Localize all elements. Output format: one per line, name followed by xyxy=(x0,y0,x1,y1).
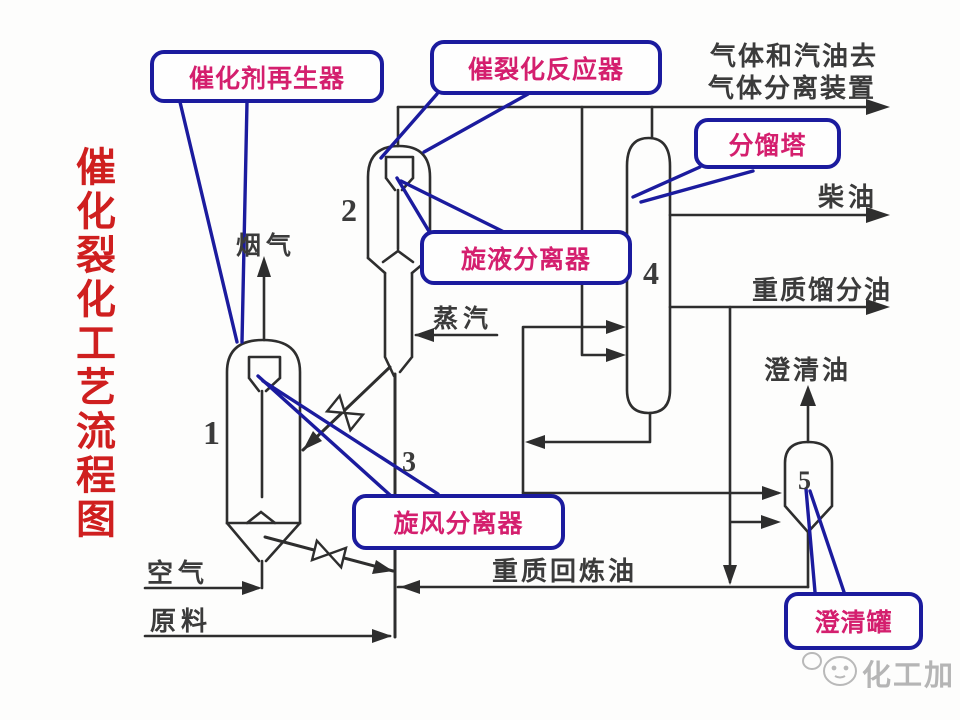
pointer-clarifier-2 xyxy=(808,489,846,594)
stream-heavy-recycle-oil: 重质回炼油 xyxy=(492,557,638,586)
pointer-fractionator-2 xyxy=(639,169,755,204)
arrow-diesel xyxy=(866,207,890,223)
distillate-branch-to-clarifier xyxy=(728,305,778,584)
callout-fractionator-label: 分馏塔 xyxy=(728,131,807,160)
equipment-number-riser: 3 xyxy=(402,447,416,478)
callout-cyclone-label: 旋风分离器 xyxy=(393,510,524,538)
arrow-clarifier-lower-inlet xyxy=(761,515,781,529)
pointer-hydrocyclone-1 xyxy=(395,176,432,235)
stream-feed: 原料 xyxy=(150,607,213,636)
arrow-clarifier-upper-inlet xyxy=(762,486,782,500)
pointer-hydrocyclone-2 xyxy=(399,179,506,234)
arrow-tower-upper-inlet xyxy=(606,320,626,334)
pointer-regenerator-2 xyxy=(240,100,249,344)
flow-arrowheads xyxy=(242,99,890,643)
arrow-feed xyxy=(372,629,392,643)
callout-fractionator: 分馏塔 xyxy=(694,118,841,169)
arrow-bottoms-left xyxy=(525,435,545,449)
tower-bottoms-line xyxy=(528,411,652,444)
equipment-number-reactor: 2 xyxy=(341,192,357,228)
pointer-regenerator-1 xyxy=(178,100,239,344)
slide-valve-regenerated-catalyst xyxy=(310,538,348,570)
stream-diesel: 柴油 xyxy=(818,183,879,212)
stream-air: 空气 xyxy=(147,559,210,588)
arrow-heavy-distillate xyxy=(866,299,890,315)
arrow-recycle-to-riser xyxy=(400,580,420,594)
arrow-steam xyxy=(414,328,434,342)
pointer-clarifier-1 xyxy=(804,487,817,594)
pointer-reactor-2 xyxy=(422,92,530,154)
stream-clarified-oil: 澄清油 xyxy=(764,356,852,385)
callout-reactor: 催裂化反应器 xyxy=(430,40,662,95)
pointer-cyclone-2 xyxy=(261,379,440,496)
stripper xyxy=(383,271,414,378)
stream-steam: 蒸汽 xyxy=(433,306,494,333)
callout-pointer-lines xyxy=(178,92,846,594)
arrow-clarified-oil xyxy=(800,385,816,406)
reactor-vessel xyxy=(366,105,432,639)
callout-clarifier-tank: 澄清罐 xyxy=(784,592,923,650)
equipment-number-regenerator: 1 xyxy=(203,415,220,452)
pointer-reactor-1 xyxy=(379,92,439,160)
reactor-chevron xyxy=(381,249,415,264)
pointer-fractionator-1 xyxy=(631,165,702,199)
callout-clarifier-tank-label: 澄清罐 xyxy=(814,609,893,637)
page-title: 催化裂化工艺流程图 xyxy=(70,146,115,542)
pointer-cyclone-1 xyxy=(256,374,392,497)
arrow-gas-out xyxy=(866,99,890,115)
callout-hydrocyclone: 旋液分离器 xyxy=(420,230,632,285)
stream-gas-out-line2: 气体分离装置 xyxy=(708,74,877,103)
slide-valve-spent-catalyst xyxy=(324,393,366,433)
equipment-number-clarifier: 5 xyxy=(798,466,811,495)
watermark-text: 化工加 xyxy=(862,660,956,692)
air-distributor-chevron xyxy=(245,510,277,525)
piping-and-vessels xyxy=(143,105,886,639)
callout-hydrocyclone-label: 旋液分离器 xyxy=(460,245,591,274)
regenerator-vessel xyxy=(225,270,302,590)
arrow-regenerated-catalyst xyxy=(372,560,393,574)
arrow-spent-catalyst xyxy=(303,431,322,450)
watermark-logo-icon xyxy=(802,652,857,686)
stream-flue-gas: 烟气 xyxy=(236,233,297,260)
arrow-branch-down xyxy=(723,565,737,585)
regenerator-internal-cyclone xyxy=(247,355,282,499)
reactor-internal-cyclone xyxy=(384,155,415,251)
equipment-number-fractionator: 4 xyxy=(643,255,659,291)
stream-heavy-distillate: 重质馏分油 xyxy=(752,276,893,305)
arrow-tower-lower-inlet xyxy=(606,348,626,362)
callout-regenerator-label: 催化剂再生器 xyxy=(188,64,345,93)
stream-gas-out-line1: 气体和汽油去 xyxy=(710,42,879,71)
tower-upper-feed-line xyxy=(521,325,622,495)
arrow-air xyxy=(242,581,262,595)
arrow-flue-gas xyxy=(257,256,271,277)
callout-regenerator: 催化剂再生器 xyxy=(150,50,384,103)
callout-reactor-label: 催裂化反应器 xyxy=(467,55,624,84)
callout-cyclone: 旋风分离器 xyxy=(352,494,565,550)
fractionator-vessel xyxy=(625,136,672,415)
